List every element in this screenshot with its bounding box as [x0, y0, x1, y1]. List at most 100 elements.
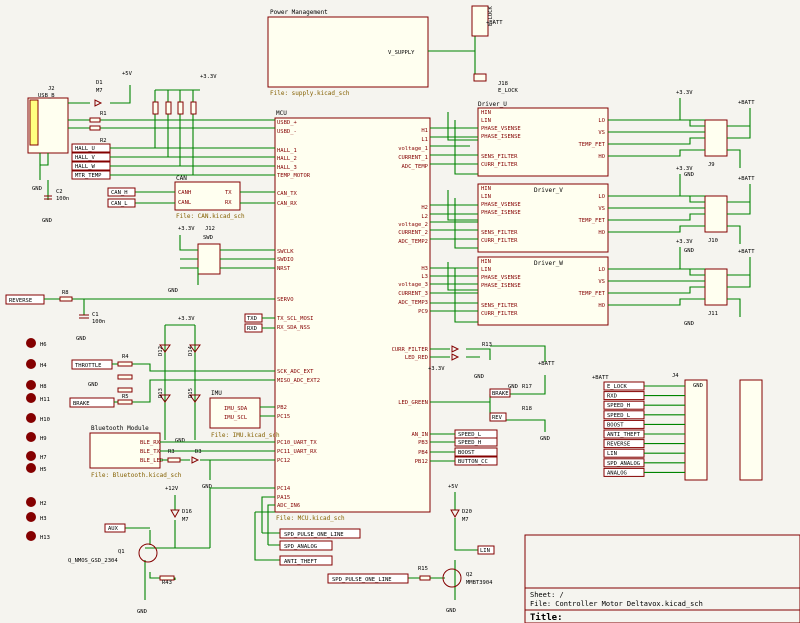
j4-label-6: REVERSE — [603, 439, 645, 449]
mcu-right-pin-9: ADC_TEMP2 — [398, 239, 428, 245]
mounting-hole-h5: H5 — [26, 463, 47, 473]
bt-sheet-title: Bluetooth Module — [91, 425, 149, 432]
j12-ref: J12 — [205, 226, 215, 232]
j11-connector[interactable]: J11 — [704, 268, 728, 317]
mounting-hole-h7: H7 — [26, 451, 47, 461]
mcu-right-pin-1: L1 — [421, 137, 428, 143]
j10-connector[interactable]: J10 — [704, 195, 728, 244]
driver-2-pin-r-0: LO — [598, 267, 605, 273]
can-sheet[interactable]: CAN CANH CANL TX RX File: CAN.kicad_sch — [174, 175, 245, 220]
j10-ref: J10 — [708, 238, 718, 244]
d1-value: M7 — [96, 88, 103, 94]
driver-2-pin-l-4: SENS_FILTER — [481, 303, 518, 309]
mounting-hole-h10: H10 — [26, 413, 50, 423]
mcu-pin-20: PC12 — [277, 458, 290, 464]
gnd-swd: GND — [168, 288, 178, 294]
mcu-pin-2: HALL_1 — [277, 148, 297, 154]
rxd-label: RXD — [244, 323, 263, 333]
svg-text:SPD_ANALOG: SPD_ANALOG — [284, 544, 317, 550]
gnd-j4: GND — [693, 383, 703, 389]
q1-ref: Q1 — [118, 549, 125, 555]
driver-1-pin-l-5: CURR_FILTER — [481, 238, 518, 244]
bluetooth-sheet[interactable]: Bluetooth Module BLE_RX BLE_TX BLE_LED F… — [89, 425, 182, 479]
c1-value: 100n — [92, 319, 105, 325]
driver-1-pin-r-3: HO — [598, 230, 605, 236]
mcu-right-pin-17: LED_RED — [405, 355, 428, 361]
d1-ref: D1 — [96, 80, 103, 86]
power-sheet[interactable]: Power Management V_SUPPLY File: supply.k… — [267, 9, 429, 97]
c2-value: 100n — [56, 196, 69, 202]
driver-2-pin-l-5: CURR_FILTER — [481, 311, 518, 317]
svg-text:ANTI_THEFT: ANTI_THEFT — [284, 559, 318, 565]
mcu-right-pin-16: CURR_FILTER — [392, 347, 429, 353]
c2-ref: C2 — [56, 189, 63, 195]
driver-1-pin-l-3: PHASE_ISENSE — [481, 210, 521, 216]
svg-text:LIN: LIN — [480, 548, 490, 554]
swd-connector[interactable] — [197, 243, 221, 275]
j18-ref: J18 — [498, 81, 508, 87]
bt-pin-rx: BLE_RX — [140, 440, 161, 446]
j9-connector[interactable]: J9 — [704, 119, 728, 168]
c1-ref: C1 — [92, 312, 99, 318]
mcu-pin-9: SWDIO — [277, 257, 294, 263]
mcu-right-pin-10: H3 — [421, 266, 428, 272]
bt-pin-tx: BLE_TX — [140, 449, 161, 455]
e-lock-box[interactable] — [471, 5, 489, 37]
aux-label: AUX — [104, 523, 126, 533]
r4-ref: R4 — [122, 354, 129, 360]
mcu-right-pin-3: CURRENT_1 — [398, 155, 428, 161]
d1-diode — [94, 99, 103, 107]
bt-pin-led: BLE_LED — [140, 458, 163, 464]
batt-j4: +BATT — [592, 375, 609, 381]
mcu-sheet[interactable]: MCU File: MCU.kicad_sch — [274, 110, 431, 522]
imu-sheet-title: IMU — [211, 390, 222, 397]
j4-label-text-5: ANTI_THEFT — [607, 432, 641, 438]
gnd-j10: GND — [684, 248, 694, 254]
mcu-right-net-1: SPEED_H — [454, 437, 498, 447]
driver-2-pin-r-2: TEMP_FET — [579, 291, 606, 297]
mcu-right-pin-6: L2 — [421, 214, 428, 220]
p33v-throttle: +3.3V — [178, 316, 195, 322]
mcu-right-net-text-0: SPEED_L — [458, 432, 482, 438]
svg-text:REV: REV — [492, 415, 503, 421]
driver-0-pin-l-0: HIN — [481, 110, 491, 116]
d20-ref: D20 — [462, 509, 472, 515]
driver-title-0: Driver_U — [478, 101, 507, 108]
imu-sheet[interactable]: IMU IMU_SDA IMU_SCL File: IMU.kicad_sch — [209, 390, 280, 439]
driver-sheet-1[interactable]: Driver_VHINLINPHASE_VSENSEPHASE_ISENSESE… — [477, 183, 609, 253]
j2-value: USB_B — [38, 93, 55, 99]
j4-label-text-6: REVERSE — [607, 442, 630, 448]
anti-theft-label: ANTI_THEFT — [279, 555, 333, 566]
e-lock-net: E_LOCK — [488, 5, 494, 26]
gnd-led: GND — [474, 374, 484, 380]
j4-label-text-4: BOOST — [607, 422, 624, 428]
j4-label-text-7: LIN — [607, 451, 617, 457]
driver-0-pin-l-1: LIN — [481, 118, 491, 124]
j2-ref: J2 — [48, 86, 55, 92]
gnd-throttle: GND — [88, 382, 98, 388]
driver-0-pin-r-1: VS — [598, 130, 605, 136]
j4-label-8: SPD_ANALOG — [603, 458, 645, 468]
d12-ref: D12 — [158, 346, 164, 356]
d13-ref: D13 — [158, 388, 164, 398]
sheet-title: Title: — [530, 612, 563, 623]
driver-2-pin-r-1: VS — [598, 279, 605, 285]
driver-sheet-0[interactable]: Driver_UHINLINPHASE_VSENSEPHASE_ISENSESE… — [477, 101, 609, 177]
driver-sheet-2[interactable]: Driver_WHINLINPHASE_VSENSEPHASE_ISENSESE… — [477, 256, 609, 326]
mcu-pin-22: PA15 — [277, 495, 290, 501]
d15-ref: D15 — [188, 388, 194, 398]
mcu-right-pin-8: CURRENT_2 — [398, 230, 428, 236]
q2-transistor — [442, 568, 462, 588]
usb-connector-j2[interactable]: J2 USB_B — [27, 86, 69, 154]
j18-value: E_LOCK — [498, 88, 519, 94]
driver-0-pin-r-2: TEMP_FET — [579, 142, 606, 148]
p33v-hall: +3.3V — [200, 74, 217, 80]
driver-1-pin-r-2: TEMP_FET — [579, 218, 606, 224]
j4-label-4: BOOST — [603, 419, 645, 429]
power-pin-vsupply: V_SUPPLY — [388, 50, 415, 56]
mounting-hole-h9: H9 — [26, 432, 47, 442]
p5v-q2: +5V — [448, 484, 459, 490]
p33v-j10: +3.3V — [676, 166, 693, 172]
j4-label-text-8: SPD_ANALOG — [607, 461, 640, 467]
